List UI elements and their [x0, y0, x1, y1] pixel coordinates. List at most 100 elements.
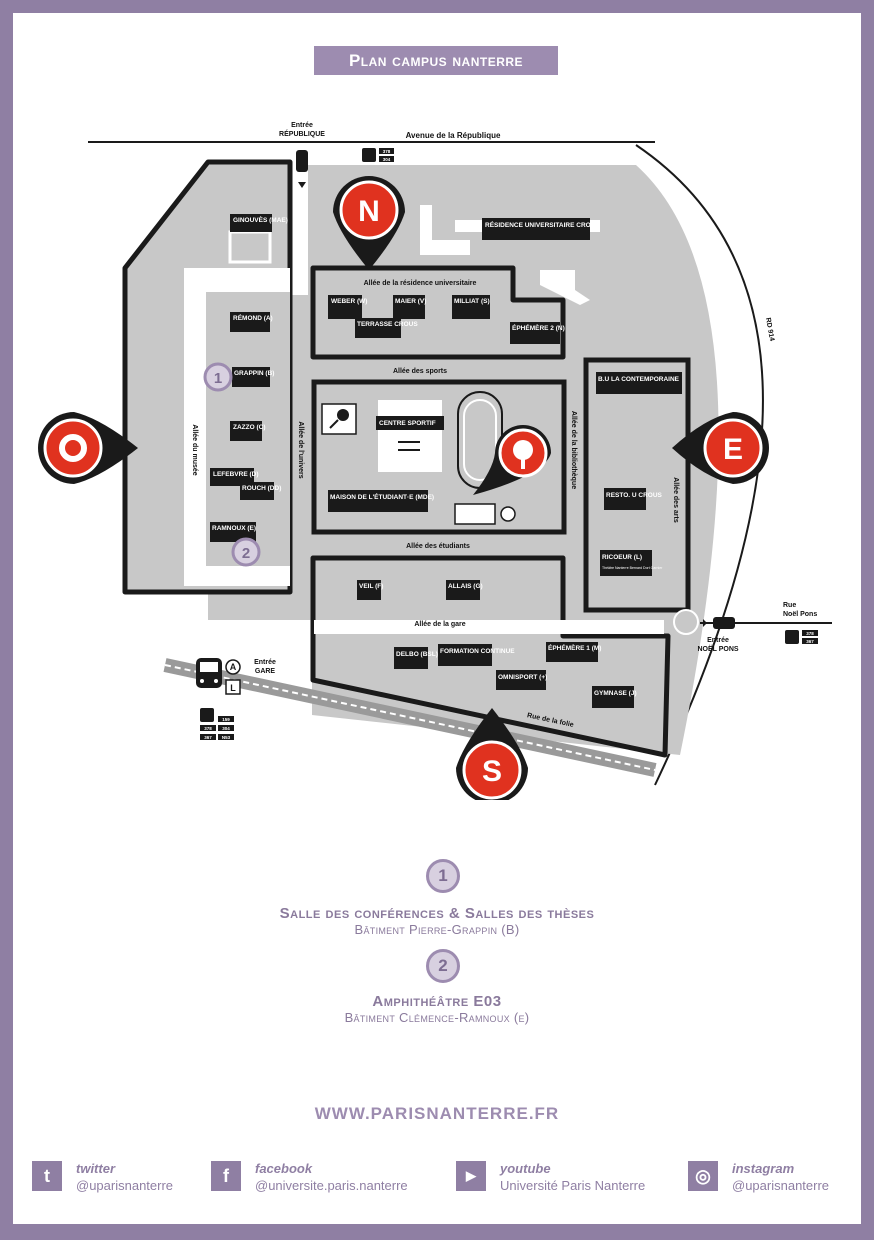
building-label: MAIER (V)	[395, 298, 426, 305]
building-label: ZAZZO (C)	[233, 424, 266, 431]
building-remond[interactable]: RÉMOND (A)	[230, 312, 273, 332]
building-label: RICOEUR (L)	[602, 554, 642, 561]
building-terrasse[interactable]: TERRASSE CROUS	[355, 318, 418, 338]
building-label: LEFEBVRE (D)	[213, 471, 259, 478]
rer-a-icon	[225, 659, 241, 675]
zone-marker-n[interactable]: N	[333, 176, 405, 270]
line-l-label: L	[230, 683, 236, 693]
building-label: OMNISPORT (+)	[498, 674, 547, 681]
car-icon-republique	[296, 150, 308, 172]
building-lefebvre[interactable]: LEFEBVRE (D)	[210, 468, 259, 486]
building-weber[interactable]: WEBER (W)	[328, 295, 367, 319]
building-label: FORMATION CONTINUE	[440, 648, 515, 655]
room-1-subtitle: Bâtiment Pierre-Grappin (B)	[354, 922, 520, 937]
building-label: ÉPHÉMÈRE 2 (N)	[512, 323, 565, 332]
room-2-subtitle: Bâtiment Clémence-Ramnoux (e)	[344, 1010, 530, 1025]
building-veil[interactable]: VEIL (F)	[357, 580, 383, 600]
building-label: CENTRE SPORTIF	[379, 420, 436, 427]
social-name: twitter	[76, 1161, 115, 1176]
map-marker-1[interactable]: 1	[203, 362, 233, 392]
building-ephemere1[interactable]: ÉPHÉMÈRE 1 (M)	[546, 642, 601, 662]
building-ephemere2[interactable]: ÉPHÉMÈRE 2 (N)	[510, 322, 565, 344]
social-name: facebook	[255, 1161, 313, 1176]
room-2-info: Amphithéâtre E03 Bâtiment Clémence-Ramno…	[0, 993, 874, 1025]
building-label: RÉMOND (A)	[233, 313, 273, 322]
map-marker-number: 1	[214, 370, 222, 387]
social-handle: @uparisnanterre	[732, 1178, 830, 1193]
bus-line-label: 304	[222, 726, 230, 731]
bus-icon-republique: 378 304	[362, 148, 394, 162]
twitter-icon: t	[32, 1161, 62, 1191]
park-marker[interactable]	[473, 425, 551, 495]
building-bu[interactable]: B.U LA CONTEMPORAINE	[596, 372, 682, 394]
zone-marker-letter: S	[482, 755, 502, 788]
facebook-icon: f	[211, 1161, 241, 1191]
building-formation[interactable]: FORMATION CONTINUE	[438, 644, 515, 666]
road-allee-etudiants: Allée des étudiants	[406, 543, 470, 550]
car-icon-noel-pons	[713, 617, 735, 629]
building-centre-sportif[interactable]: CENTRE SPORTIF	[376, 416, 444, 430]
bus-line-label: 378	[383, 149, 391, 154]
tennis-court-icon	[321, 403, 357, 435]
road-allee-sports: Allée des sports	[393, 368, 447, 375]
road-allee-arts: Allée des arts	[672, 477, 679, 523]
building-ricoeur[interactable]: RICOEUR (L) Théâtre Nanterre Bernard Dor…	[600, 550, 663, 576]
map-marker-number: 2	[242, 545, 250, 562]
zone-marker-o-ring	[59, 434, 87, 462]
building-label: GINOUVÈS (MAE)	[233, 215, 288, 224]
tree-icon	[513, 440, 533, 460]
map-marker-2[interactable]: 2	[231, 537, 261, 567]
building-maier[interactable]: MAIER (V)	[393, 295, 426, 319]
campus-map: Avenue de la République RD 914 Allée de …	[38, 122, 832, 800]
building-zazzo[interactable]: ZAZZO (C)	[230, 421, 266, 441]
building-delbo[interactable]: DELBO (BSL)	[394, 647, 438, 669]
building-ginouves[interactable]: GINOUVÈS (MAE)	[230, 214, 288, 232]
bus-icon-noel-pons: 378 367	[785, 630, 818, 644]
zone-marker-o[interactable]: O	[38, 412, 138, 484]
building-rouch[interactable]: ROUCH (DD)	[240, 482, 281, 500]
youtube-icon: ▶	[456, 1161, 486, 1191]
zone-marker-letter: N	[358, 195, 380, 228]
allee-gare-strip	[314, 620, 664, 634]
room-2-title: Amphithéâtre E03	[372, 993, 502, 1010]
building-resto[interactable]: RESTO. U CROUS	[604, 488, 663, 510]
entry-republique-1: Entrée	[291, 122, 313, 129]
road-rue-noel-pons-2: Noël Pons	[783, 611, 817, 618]
building-grappin[interactable]: GRAPPIN (B)	[232, 367, 274, 387]
social-name: youtube	[500, 1161, 551, 1176]
zone-marker-s[interactable]: S	[456, 708, 528, 800]
road-allee-residence: Allée de la résidence universitaire	[364, 280, 477, 287]
building-label: MILLIAT (S)	[454, 298, 490, 305]
building-label: GRAPPIN (B)	[234, 370, 274, 377]
building-label: VEIL (F)	[359, 583, 383, 590]
bus-icon-gare: 159 378 304 367 N53	[200, 708, 234, 740]
building-maison-etudiant[interactable]: MAISON DE L'ÉTUDIANT·E (MDE)	[328, 490, 434, 512]
room-number-2: 2	[426, 949, 460, 983]
centre-sportif-building	[378, 400, 442, 472]
sports-hall-icon	[454, 503, 496, 525]
room-1-title: Salle des conférences & Salles des thèse…	[279, 905, 595, 922]
social-name: instagram	[732, 1161, 795, 1176]
bus-line-label: 367	[806, 639, 814, 644]
building-label: WEBER (W)	[331, 298, 367, 305]
zone-marker-e[interactable]: E	[672, 412, 769, 484]
building-ramnoux[interactable]: RAMNOUX (E)	[210, 522, 256, 542]
building-label: TERRASSE CROUS	[357, 321, 418, 328]
building-sublabel: Théâtre Nanterre Bernard Dort Garnier	[602, 566, 663, 570]
road-allee-univers: Allée de l'univers	[297, 421, 304, 478]
building-milliat[interactable]: MILLIAT (S)	[452, 295, 490, 319]
road-allee-musee: Allée du musée	[191, 424, 198, 475]
building-label: RAMNOUX (E)	[212, 525, 256, 532]
page-title: Plan campus nanterre	[314, 46, 558, 75]
bus-line-label: 378	[204, 726, 212, 731]
building-gymnase[interactable]: GYMNASE (J)	[592, 686, 637, 708]
building-label: ROUCH (DD)	[242, 485, 281, 492]
bus-line-label: 304	[383, 157, 391, 162]
website-link[interactable]: WWW.PARISNANTERRE.FR	[314, 1104, 560, 1123]
entry-gare-2: GARE	[255, 668, 276, 675]
building-label: DELBO (BSL)	[396, 651, 438, 658]
building-omnisport[interactable]: OMNISPORT (+)	[496, 670, 547, 690]
road-rd914: RD 914	[764, 317, 775, 342]
building-allais[interactable]: ALLAIS (G)	[446, 580, 483, 600]
building-residence[interactable]: RÉSIDENCE UNIVERSITAIRE CROUS	[482, 218, 600, 240]
